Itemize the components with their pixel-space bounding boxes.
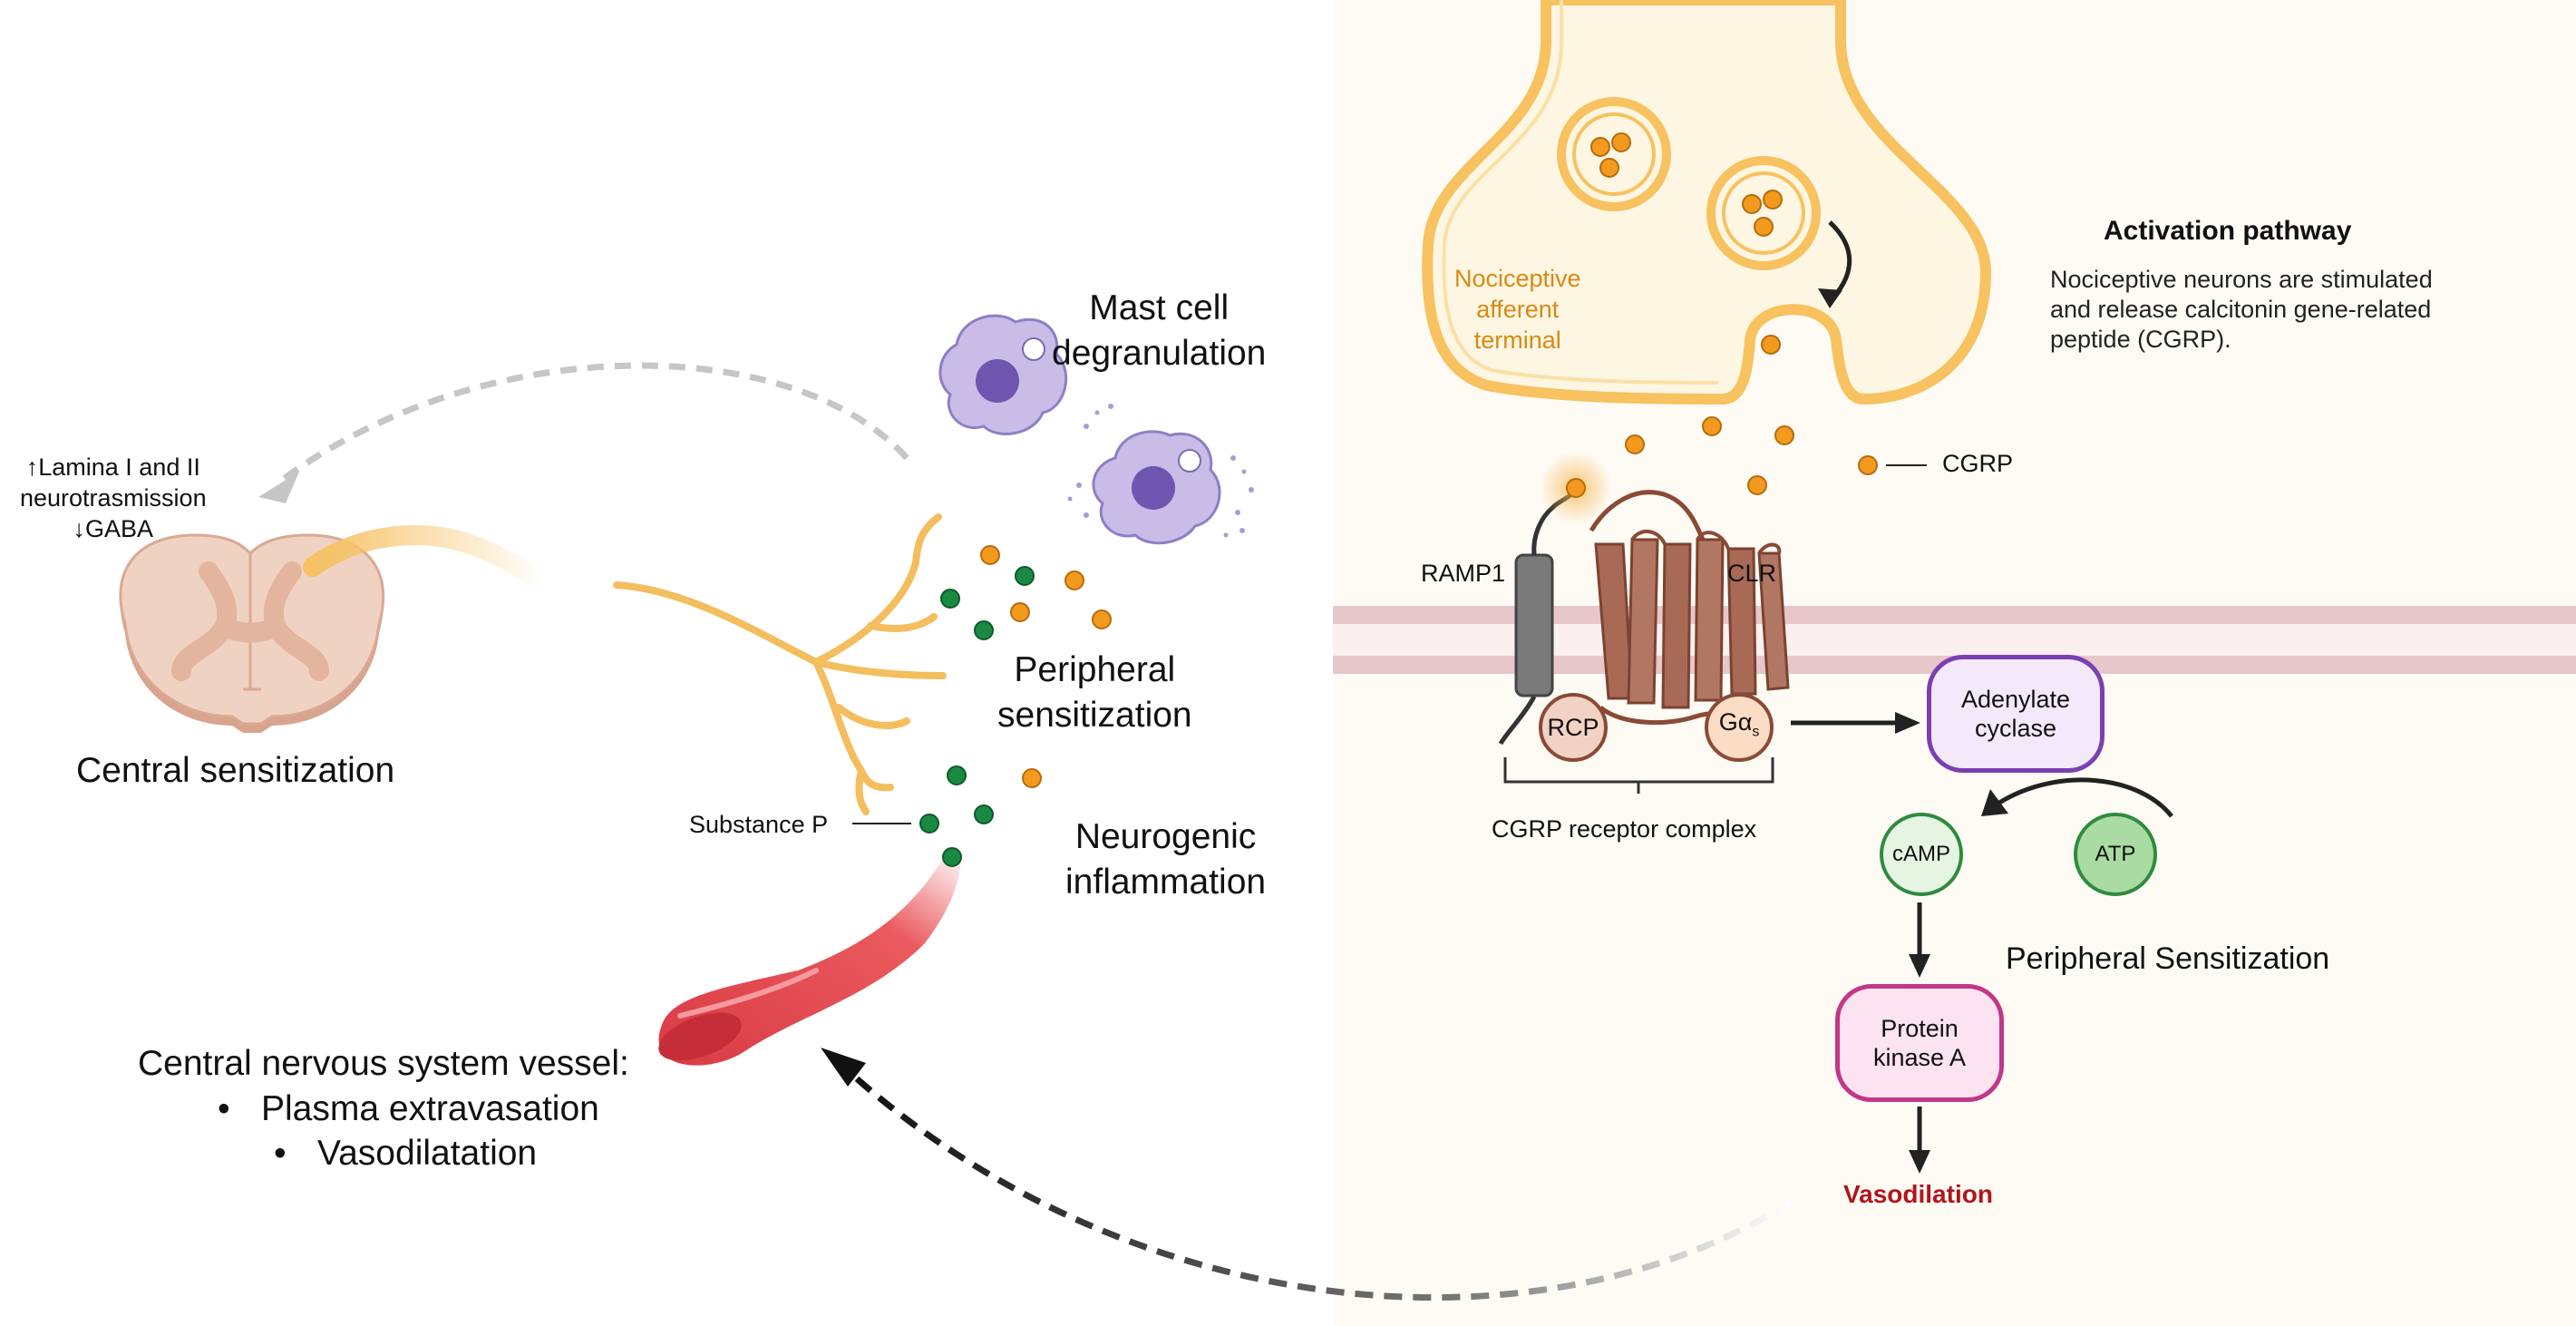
arrowhead (1981, 789, 2008, 816)
pka-label-line: kinase A (1872, 1044, 1967, 1071)
nociceptive-terminal (1422, 0, 1991, 405)
peripheral-label-line: sensitization (997, 696, 1192, 735)
peripheral-sensitization-label: Peripheral Sensitization (2006, 941, 2330, 976)
complex-bracket (1503, 757, 1774, 794)
blood-vessel (658, 851, 961, 1066)
g-alpha-text: Gα (1718, 708, 1753, 736)
substance-p-label: Substance P (689, 811, 829, 838)
cns-item-text: Vasodilatation (317, 1134, 538, 1173)
adenylate-label-line: cyclase (1974, 715, 2057, 742)
clr-label: CLR (1727, 560, 1777, 587)
atp-molecule: ATP (2074, 813, 2157, 896)
mast-cell-label: Mast cell degranulation (1052, 286, 1266, 376)
neurogenic-label-line: Neurogenic (1074, 817, 1257, 856)
neurogenic-label-line: inflammation (1065, 863, 1267, 902)
cns-item: • Vasodilatation (274, 1131, 537, 1176)
mast-cell-label-line: Mast cell (1089, 288, 1230, 327)
lamina-label-line: ↑Lamina I and II (25, 453, 200, 481)
terminal-label-line: terminal (1473, 327, 1561, 354)
cgrp-label: CGRP (1942, 450, 2014, 477)
camp-label: cAMP (1891, 842, 1950, 866)
camp-molecule: cAMP (1880, 813, 1963, 896)
lamina-label-line: ↓GABA (73, 515, 154, 542)
lamina-label-line: neurotrasmission (20, 484, 207, 512)
vasodilation-label: Vasodilation (1843, 1180, 1993, 1208)
arrow-atp-to-camp (1998, 777, 2173, 818)
cns-item: • Plasma extravasation (218, 1087, 599, 1132)
rcp-label: RCP (1547, 714, 1599, 741)
activation-description: Nociceptive neurons are stimulated and r… (2050, 265, 2433, 355)
rcp-protein: RCP (1539, 693, 1608, 762)
mast-cell-degranulating (1067, 404, 1254, 545)
mast-cell (938, 314, 1068, 435)
mast-cell-label-line: degranulation (1052, 334, 1267, 373)
bullet: • (218, 1089, 230, 1128)
afferent-nerve (303, 524, 554, 590)
lamina-label: ↑Lamina I and II neurotrasmission ↓GABA (20, 452, 207, 544)
arrowhead (1909, 954, 1930, 978)
receptor-complex-label: CGRP receptor complex (1492, 815, 1757, 843)
feedback-arrowhead (821, 1048, 866, 1087)
g-alpha-protein: Gαs (1705, 693, 1774, 762)
activation-title: Activation pathway (2104, 216, 2352, 246)
terminal-label-line: Nociceptive (1454, 265, 1581, 292)
neurogenic-inflammation-label: Neurogenic inflammation (1065, 814, 1266, 905)
exocytosis-arrowhead (1818, 288, 1842, 308)
terminal-label-line: afferent (1476, 296, 1560, 323)
adenylate-cyclase: Adenylate cyclase (1927, 655, 2105, 773)
synaptic-vesicle (1706, 156, 1821, 270)
activation-description-line: Nociceptive neurons are stimulated (2050, 266, 2433, 293)
adenylate-label-line: Adenylate (1960, 686, 2071, 713)
central-sensitization-label: Central sensitization (76, 751, 395, 790)
bullet: • (274, 1134, 287, 1173)
activation-description-line: peptide (CGRP). (2050, 326, 2231, 353)
cgrp-molecules (980, 132, 1878, 788)
peripheral-label-line: Peripheral (1014, 650, 1176, 689)
feedback-arrow-vasodilation (850, 1072, 1793, 1302)
arrowhead (1909, 1150, 1930, 1174)
g-alpha-subscript: s (1752, 724, 1760, 740)
atp-label: ATP (2095, 842, 2136, 866)
pka-label-line: Protein (1881, 1015, 1959, 1042)
g-alpha-label: Gαs (1719, 707, 1760, 746)
protein-kinase-a: Protein kinase A (1835, 984, 2004, 1102)
clr-receptor (1589, 490, 1790, 725)
peripheral-nerve-endings (613, 513, 947, 815)
feedback-arrow-lamina (278, 362, 909, 483)
ramp1-label: RAMP1 (1421, 560, 1506, 587)
peripheral-sensitization-left-label: Peripheral sensitization (997, 648, 1192, 738)
activation-description-line: and release calcitonin gene-related (2050, 296, 2432, 323)
arrowhead (1895, 712, 1920, 734)
synaptic-vesicle (1557, 97, 1671, 211)
terminal-label: Nociceptive afferent terminal (1454, 263, 1581, 356)
cns-item-text: Plasma extravasation (261, 1089, 599, 1128)
grey-arrowhead (258, 472, 299, 503)
substance-p-molecules (919, 566, 1035, 867)
spinal-cord (119, 533, 385, 733)
cns-vessel-title: Central nervous system vessel: (138, 1044, 629, 1083)
